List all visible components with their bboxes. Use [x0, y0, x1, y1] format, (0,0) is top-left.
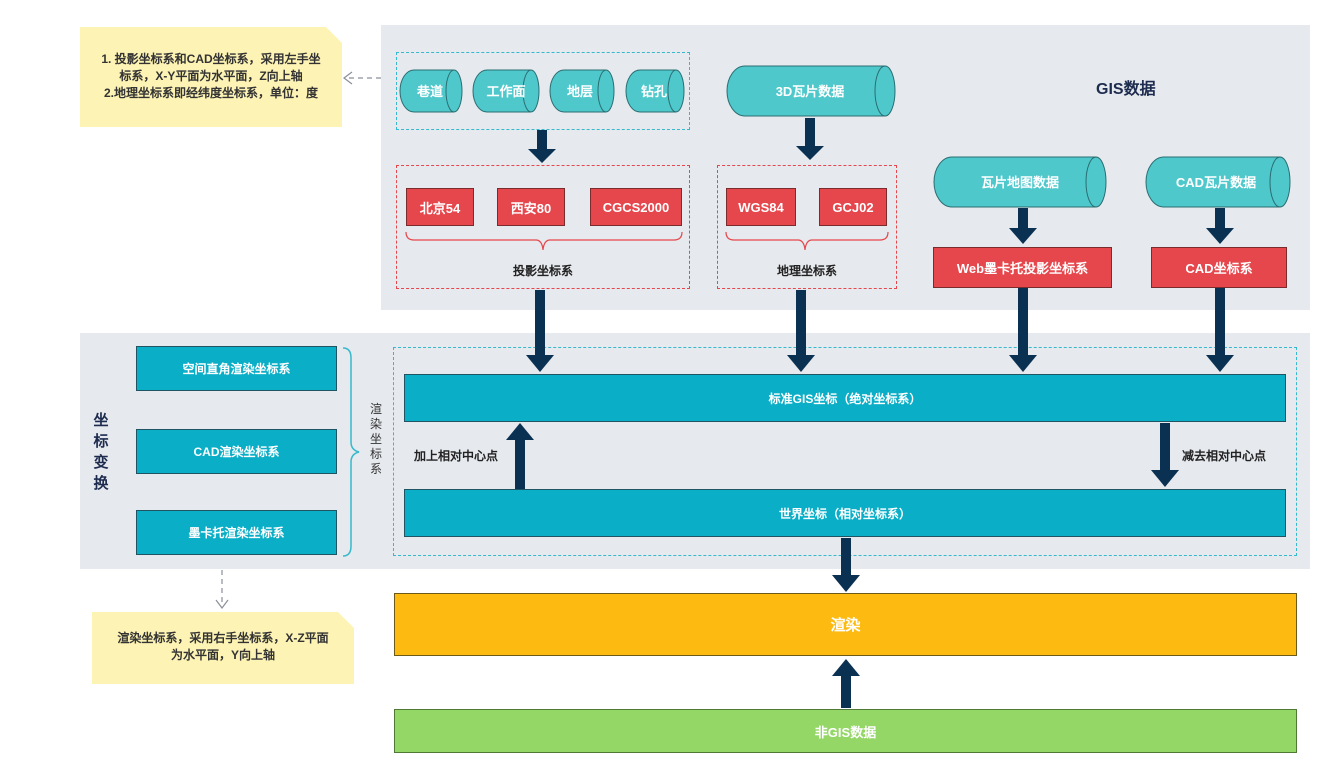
geographic-cs-caption: 地理坐标系 [776, 264, 837, 278]
label-char: 渲 [369, 402, 382, 416]
cs-beijing54: 北京54 [406, 188, 474, 226]
note-line: 为水平面，Y向上轴 [170, 648, 275, 662]
cs-gcj02: GCJ02 [819, 188, 887, 226]
title-char: 变 [93, 454, 109, 471]
world-coordinate: 世界坐标（相对坐标系） [404, 489, 1286, 537]
title-char: 换 [93, 475, 109, 492]
geographic-cs-group [717, 165, 897, 289]
note-coordinate-systems: 1. 投影坐标系和CAD坐标系，采用左手坐 标系，X-Y平面为水平面，Z向上轴 … [80, 27, 342, 127]
cs-cad: CAD坐标系 [1151, 247, 1287, 288]
render-cs-label: 渲 染 坐 标 系 [368, 402, 384, 477]
note-line: 2.地理坐标系即经纬度坐标系，单位：度 [103, 86, 318, 100]
note-render-coordinate-system: 渲染坐标系，采用右手坐标系，X-Z平面 为水平面，Y向上轴 [92, 612, 354, 684]
title-char: 坐 [93, 412, 109, 429]
cs-wgs84: WGS84 [726, 188, 796, 226]
label-char: 坐 [369, 432, 382, 446]
render-cs-cartesian: 空间直角渲染坐标系 [136, 346, 337, 391]
non-gis-data-box: 非GIS数据 [394, 709, 1297, 753]
render-label: 渲染 [830, 617, 861, 634]
cs-web-mercator: Web墨卡托投影坐标系 [933, 247, 1112, 288]
cs-cgcs2000: CGCS2000 [590, 188, 682, 226]
source-data-group [396, 52, 690, 130]
title-char: 标 [93, 433, 109, 450]
note-line: 1. 投影坐标系和CAD坐标系，采用左手坐 [101, 52, 321, 66]
note-line: 标系，X-Y平面为水平面，Z向上轴 [119, 69, 303, 83]
standard-gis-coordinate: 标准GIS坐标（绝对坐标系） [404, 374, 1286, 422]
label-char: 染 [369, 417, 382, 431]
render-cs-cad: CAD渲染坐标系 [136, 429, 337, 474]
note-line: 渲染坐标系，采用右手坐标系，X-Z平面 [117, 631, 329, 645]
render-cs-mercator: 墨卡托渲染坐标系 [136, 510, 337, 555]
gis-data-title: GIS数据 [1096, 81, 1156, 98]
add-center-label: 加上相对中心点 [414, 449, 499, 463]
label-char: 系 [369, 462, 382, 476]
projected-cs-caption: 投影坐标系 [512, 264, 573, 278]
projected-cs-group [396, 165, 690, 289]
cs-xian80: 西安80 [497, 188, 565, 226]
sub-center-label: 减去相对中心点 [1182, 449, 1267, 463]
label-char: 标 [369, 447, 382, 461]
coordinate-transform-title: 坐 标 变 换 [91, 410, 111, 494]
render-box: 渲染 [394, 593, 1297, 656]
non-gis-label: 非GIS数据 [814, 724, 877, 740]
